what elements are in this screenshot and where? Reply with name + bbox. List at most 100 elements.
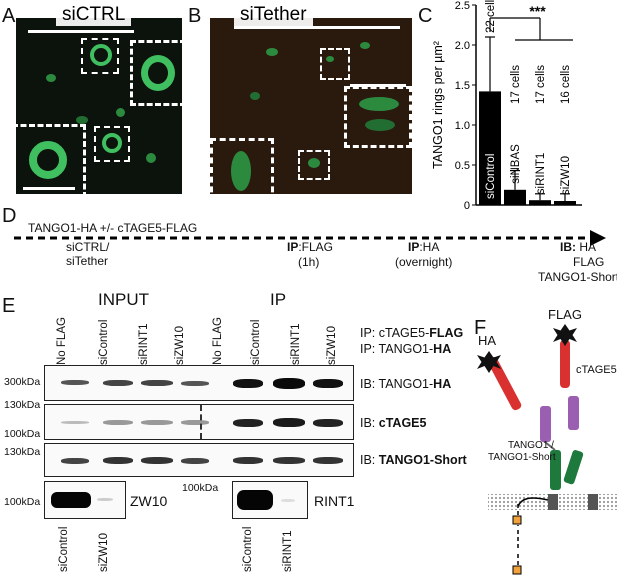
mw-marker: 300kDa (4, 376, 41, 388)
cell-count-label: 17 cells (535, 65, 547, 104)
lane-label: siZW10 (174, 326, 186, 365)
ring-blob (90, 44, 112, 66)
inset-scale-bar (350, 84, 406, 87)
cell-count-label: 17 cells (510, 65, 522, 104)
f-ha-label: HA (478, 333, 497, 348)
ib-bold: HA (433, 377, 452, 391)
ctage5-red-segment (560, 340, 570, 388)
ib-text: IB: (360, 416, 379, 430)
blob (116, 108, 125, 117)
d-ip-bold-2: IP (408, 240, 420, 254)
panel-label-d: D (2, 205, 17, 227)
ring-blob (141, 55, 175, 91)
rint1-label: RINT1 (314, 493, 355, 509)
roi-box (94, 126, 130, 162)
blob (360, 42, 370, 49)
blob (326, 56, 334, 62)
y-tick-label: 0 (464, 200, 470, 212)
note-bold: HA (433, 342, 452, 356)
ib-label-3: IB: TANGO1-Short (360, 453, 467, 467)
bar-sizw10 (554, 201, 576, 205)
blob (250, 92, 260, 100)
roi-box (298, 150, 330, 180)
note-text: IP: TANGO1- (360, 342, 434, 356)
flag-star (553, 324, 577, 346)
lane-label: siControl (98, 319, 110, 365)
band (273, 418, 305, 427)
band (141, 420, 173, 425)
note-bold: FLAG (429, 326, 464, 340)
ib-bold: cTAGE5 (378, 416, 427, 430)
scale-bar (234, 26, 400, 29)
tail-curve (517, 497, 549, 507)
category-label: siRINT1 (535, 153, 547, 195)
f-tango1-label-2: TANGO1-Short (488, 452, 556, 463)
band (181, 381, 209, 386)
lane-label: siRINT1 (138, 323, 150, 365)
mw-marker: 100kDa (182, 482, 219, 494)
note-text: IP: cTAGE5- (360, 326, 430, 340)
band (103, 457, 133, 464)
d-step-ipha: IP:HA (408, 240, 440, 255)
bar-sinbas (504, 189, 526, 205)
cell-count-label: 22 cells (485, 0, 497, 33)
lane-label: No FLAG (56, 317, 68, 365)
lane-label: siZW10 (326, 326, 338, 365)
ib-bold: TANGO1-Short (378, 453, 467, 467)
band (281, 499, 295, 502)
lane-label: siRINT1 (290, 323, 302, 365)
y-tick-label: 1.5 (455, 80, 470, 92)
ctage5-purple-segment (568, 396, 579, 430)
inset-scale-bar (23, 187, 75, 190)
band (313, 419, 343, 427)
y-tick-label: 1.0 (455, 120, 470, 132)
band (181, 458, 209, 464)
d-step-ib: IB: HA (560, 240, 596, 255)
d-ib-bold: IB: (560, 240, 576, 254)
band (233, 419, 263, 427)
mw-marker: 100kDa (4, 496, 41, 508)
d-ip-bold: IP (287, 240, 299, 254)
panel-label-e: E (2, 295, 16, 317)
d-step-overnight: (overnight) (395, 255, 453, 269)
d-step-flag: FLAG (573, 255, 605, 269)
d-step-sitether: siCTRL/ siTether (66, 240, 110, 268)
band (103, 420, 133, 425)
timeline-arrow (14, 230, 606, 246)
band (233, 457, 263, 464)
category-label: siControl (485, 154, 497, 199)
lane-label: No FLAG (212, 317, 224, 365)
d-ha-text: :HA (419, 240, 440, 254)
cell-count-label: 16 cells (560, 65, 572, 104)
band (273, 457, 305, 464)
topology-diagram (477, 324, 617, 575)
band (97, 498, 113, 501)
y-tick-label: 2.0 (455, 40, 470, 52)
inset-left (210, 138, 274, 194)
category-label: siZW10 (560, 156, 572, 195)
mw-marker: 130kDa (4, 446, 41, 458)
d-step-tango-short: TANGO1-Short (538, 270, 617, 284)
significance-label: *** (529, 3, 546, 19)
band (233, 379, 263, 388)
band (61, 421, 89, 424)
f-ctage5-label: cTAGE5 (576, 364, 617, 376)
lane-divider (200, 405, 204, 439)
band (181, 420, 209, 425)
e-ip-label: IP (270, 290, 287, 309)
blot-zw10 (44, 481, 126, 519)
ctage5-green-segment (563, 450, 584, 485)
ring-blob (29, 141, 67, 179)
band (103, 380, 133, 386)
blot-rint1 (232, 481, 308, 519)
blot-tango1-ha (44, 365, 354, 401)
tango1-linker (544, 441, 556, 451)
tail-square (512, 515, 522, 525)
roi-box (81, 38, 119, 74)
lane-label: siRINT1 (282, 530, 294, 572)
panel-label-f: F (474, 317, 487, 339)
y-axis-label: TANGO1 rings per µm² (431, 41, 445, 169)
blob (308, 158, 320, 168)
y-tick-label: 0.5 (455, 160, 470, 172)
